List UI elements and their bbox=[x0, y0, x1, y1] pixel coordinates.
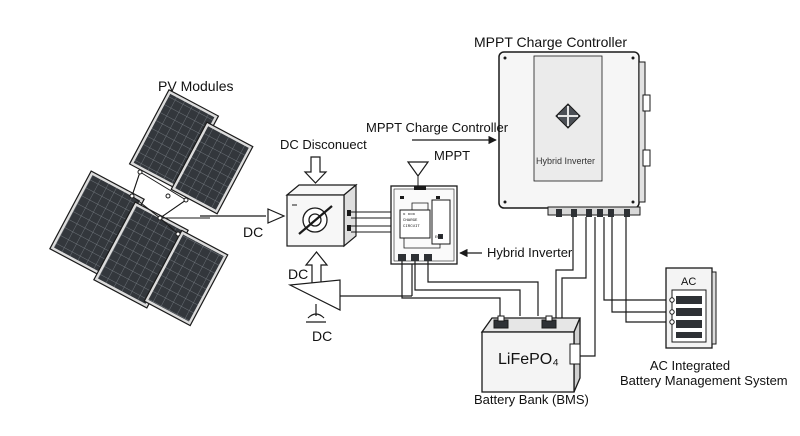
dc-disconnect-label: DC Disconuect bbox=[280, 137, 367, 152]
mppt-down-arrow bbox=[406, 161, 430, 186]
inverter-output-wires bbox=[555, 217, 672, 357]
board-chip-a-line2: CHARGE bbox=[403, 219, 418, 223]
dc-left-label: DC bbox=[243, 224, 264, 240]
hybrid-inverter-panel-label: Hybrid Inverter bbox=[536, 156, 596, 166]
pv-panel-3 bbox=[49, 170, 145, 278]
ac-box-label: AC bbox=[681, 276, 697, 288]
dc-disconnect-input-arrow bbox=[303, 156, 328, 184]
board-to-battery-wires bbox=[401, 261, 539, 316]
pv-panel-2 bbox=[170, 121, 254, 215]
mppt-title-top: MPPT Charge Controller bbox=[474, 34, 628, 50]
battery-terminals bbox=[493, 315, 557, 329]
pv-modules-label: PV Modules bbox=[158, 78, 234, 94]
pv-modules-array bbox=[49, 88, 254, 327]
inverter-terminals bbox=[556, 209, 630, 217]
dc-bottom-label: DC bbox=[312, 328, 333, 344]
pv-output-line bbox=[200, 208, 286, 224]
diamond-cross-logo-icon bbox=[555, 103, 581, 129]
disconnect-to-board-wires bbox=[351, 211, 392, 233]
battery-bank-label: Battery Bank (BMS) bbox=[474, 392, 589, 407]
ground-symbol-icon bbox=[306, 304, 326, 323]
dc-up-label: DC bbox=[288, 266, 309, 282]
dc-disconnect-box bbox=[285, 183, 358, 248]
ac-integrated-label: AC Integrated bbox=[649, 358, 731, 373]
bms-label: Battery Management System bbox=[620, 373, 788, 388]
mppt-title-mid: MPPT Charge Controller bbox=[366, 120, 509, 135]
ac-bms-box bbox=[665, 267, 717, 349]
pv-interconnect-wires bbox=[129, 169, 210, 237]
board-chip-a-line1: o ooo bbox=[403, 213, 416, 217]
hybrid-inverter-callout-label: Hybrid Inverter bbox=[487, 245, 573, 260]
hybrid-inverter-unit bbox=[498, 51, 651, 217]
board-chip-a-line3: CIRCUIT bbox=[403, 225, 420, 229]
mppt-arrow-label: MPPT bbox=[434, 148, 471, 163]
pv-panel-5 bbox=[143, 229, 229, 327]
battery-bank bbox=[480, 315, 581, 393]
rotary-switch-icon bbox=[298, 205, 333, 235]
mppt-controller-board bbox=[390, 185, 458, 265]
ground-triangle bbox=[287, 260, 413, 311]
battery-chemistry-label: LiFePO₄ bbox=[498, 351, 559, 368]
board-chip-b: ECO bbox=[435, 236, 443, 240]
pv-panel-1 bbox=[128, 88, 220, 192]
